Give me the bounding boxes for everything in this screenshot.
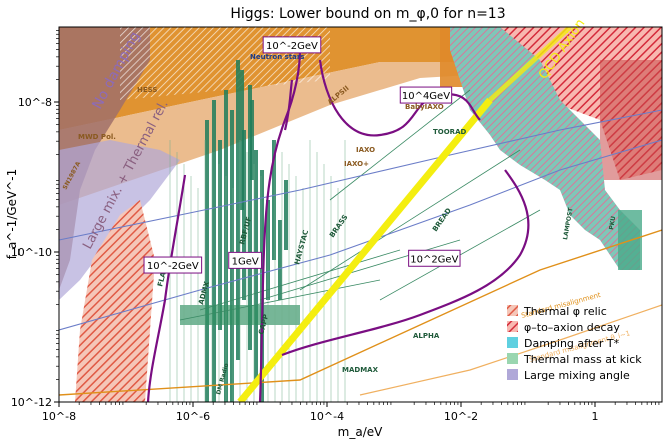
iaxo-plus-label: IAXO+ [344, 160, 369, 168]
experiment-line [299, 149, 521, 291]
contour-box [143, 256, 203, 274]
contour-value-box: 10^2GeV [408, 249, 461, 267]
contour-value-box: 10^-2GeV [262, 36, 322, 54]
thermal-mass-region [450, 27, 640, 270]
haloscope-bar [242, 130, 246, 300]
alpha-label: ALPHA [413, 332, 440, 340]
contour-box [408, 249, 461, 267]
contour-value: 1GeV [232, 256, 259, 267]
contour-1e2 [281, 169, 530, 357]
legend-swatch [507, 305, 518, 316]
thermal-relic-region [75, 200, 155, 402]
x-axis-label: m_a/eV [338, 425, 383, 439]
haloscope-bar [248, 85, 252, 350]
experiment-line [329, 89, 471, 201]
haloscope-bar [218, 140, 222, 330]
experiment-line [199, 249, 401, 311]
contour-labels: 10^-2GeV 10^-2GeV 1GeV 10^2GeV 10^4GeV [143, 36, 461, 274]
x-tick-label: 1 [592, 410, 599, 423]
y-axis: 10^-12 10^-10 10^-8 [11, 30, 59, 409]
contour-1gev [258, 49, 302, 402]
contour-box [228, 251, 263, 269]
madmax-label: MADMAX [342, 366, 379, 374]
contour-value: 10^-2GeV [147, 261, 199, 272]
misalignment-line [59, 229, 662, 396]
contour-value: 10^2GeV [410, 254, 458, 265]
contour-1e4 [318, 59, 481, 137]
legend-swatch [507, 337, 518, 348]
y-axis-label: f_a^-1/GeV^-1 [5, 169, 19, 260]
babyiaxo-label: BabyIAXO [405, 103, 444, 111]
contour-1e-2-left [146, 174, 187, 402]
haloscope-bar [284, 180, 288, 250]
contour-value-box: 10^-2GeV [143, 256, 203, 274]
hess-label: HESS [137, 86, 157, 94]
toorad-label: TOORAD [433, 128, 466, 136]
y-tick-label: 10^-10 [11, 246, 52, 259]
contour-value-box: 10^4GeV [399, 86, 453, 104]
legend-item: Damping after T* [507, 337, 620, 350]
contour-value: 10^4GeV [402, 91, 450, 102]
purple-contours [146, 49, 530, 402]
legend-swatch [507, 353, 518, 364]
legend-swatch [507, 321, 518, 332]
x-tick-label: 10^-2 [444, 410, 478, 423]
qcd-axion-band [237, 97, 493, 402]
haloscope-bar [250, 100, 254, 180]
haloscope-bar [236, 60, 240, 360]
legend-item: Thermal φ relic [507, 305, 607, 318]
haloscope-bar [272, 140, 276, 260]
y-tick-label: 10^-12 [11, 396, 52, 409]
plot-frame [58, 26, 663, 403]
experiment-lines [169, 89, 541, 402]
x-tick-label: 10^-8 [42, 410, 76, 423]
haloscope-bar [240, 70, 244, 210]
legend-label: Thermal mass at kick [523, 353, 642, 366]
x-tick-label: 10^-4 [310, 410, 344, 423]
y-tick-label: 10^-8 [18, 96, 52, 109]
legend-label: Thermal φ relic [523, 305, 607, 318]
plot-area [59, 27, 662, 402]
pku-label: PKU [608, 215, 617, 230]
x-tick-label: 10^-6 [176, 410, 210, 423]
haloscope-bar [278, 220, 282, 300]
contour-box [262, 36, 322, 54]
legend-item: Thermal mass at kick [507, 353, 642, 366]
chart-title: Higgs: Lower bound on m_φ,0 for n=13 [230, 6, 505, 22]
contour-1e-2-top [283, 79, 294, 131]
legend-item: Large mixing angle [507, 369, 630, 382]
contour-value: 10^-2GeV [266, 41, 318, 52]
legend-label: φ–to–axion decay [524, 321, 620, 334]
contour-box [399, 86, 453, 104]
haloscope-bar [205, 120, 209, 402]
neutron-stars-label: Neutron stars [250, 53, 304, 61]
legend-item: φ–to–axion decay [507, 321, 620, 334]
iaxo-label: IAXO [356, 146, 375, 154]
mwd-label: MWD Pol. [78, 133, 116, 141]
legend-swatch [507, 369, 518, 380]
x-axis: 10^-8 10^-6 10^-4 10^-2 1 [42, 402, 660, 423]
experiment-line [179, 279, 381, 321]
haloscope-bar [212, 100, 216, 402]
legend-label: Large mixing angle [524, 369, 630, 382]
contour-value-box: 1GeV [228, 251, 263, 269]
legend-label: Damping after T* [524, 337, 620, 350]
